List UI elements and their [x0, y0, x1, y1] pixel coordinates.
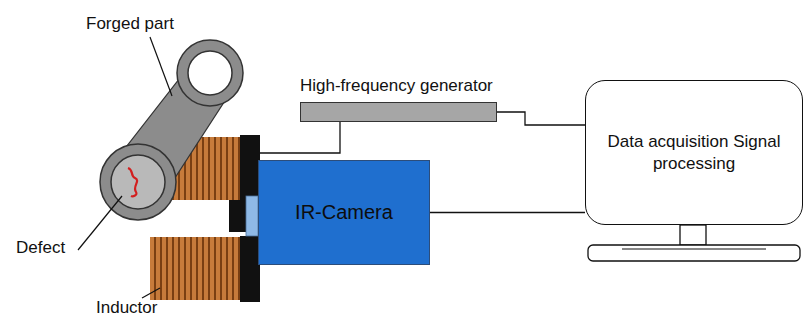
camera-window: [246, 196, 258, 236]
node-text: Data acquisition Signal processing: [600, 131, 788, 174]
node-text: IR-Camera: [295, 200, 393, 225]
inductor-flange: [240, 236, 260, 302]
monitor-stand: [680, 225, 706, 245]
inductor-flange: [240, 135, 260, 201]
generator-label: High-frequency generator: [300, 76, 497, 96]
signal-wire: [430, 212, 585, 213]
rod-small-bore: [188, 51, 232, 95]
power-wire: [258, 122, 340, 153]
inductor-coil: [150, 237, 242, 300]
monitor-screen: Data acquisition Signal processing: [585, 80, 803, 225]
ir-camera-box: IR-Camera: [258, 160, 430, 265]
part-label: Forged part: [86, 14, 174, 34]
defect-crack: [128, 168, 137, 196]
rod-small-end: [177, 40, 243, 106]
leader-line: [78, 196, 122, 250]
camera-lens: [229, 200, 246, 232]
part-label: Defect: [16, 238, 65, 258]
leader-line: [142, 288, 160, 298]
part-label: Inductor: [96, 298, 157, 318]
rod-big-bore: [111, 155, 165, 209]
generator-bar: [300, 102, 497, 122]
monitor-base: [588, 245, 800, 261]
signal-wire: [497, 112, 585, 125]
leader-line: [150, 37, 172, 96]
monitor-base-line: [622, 248, 766, 249]
generator-node: High-frequency generator: [300, 76, 497, 122]
